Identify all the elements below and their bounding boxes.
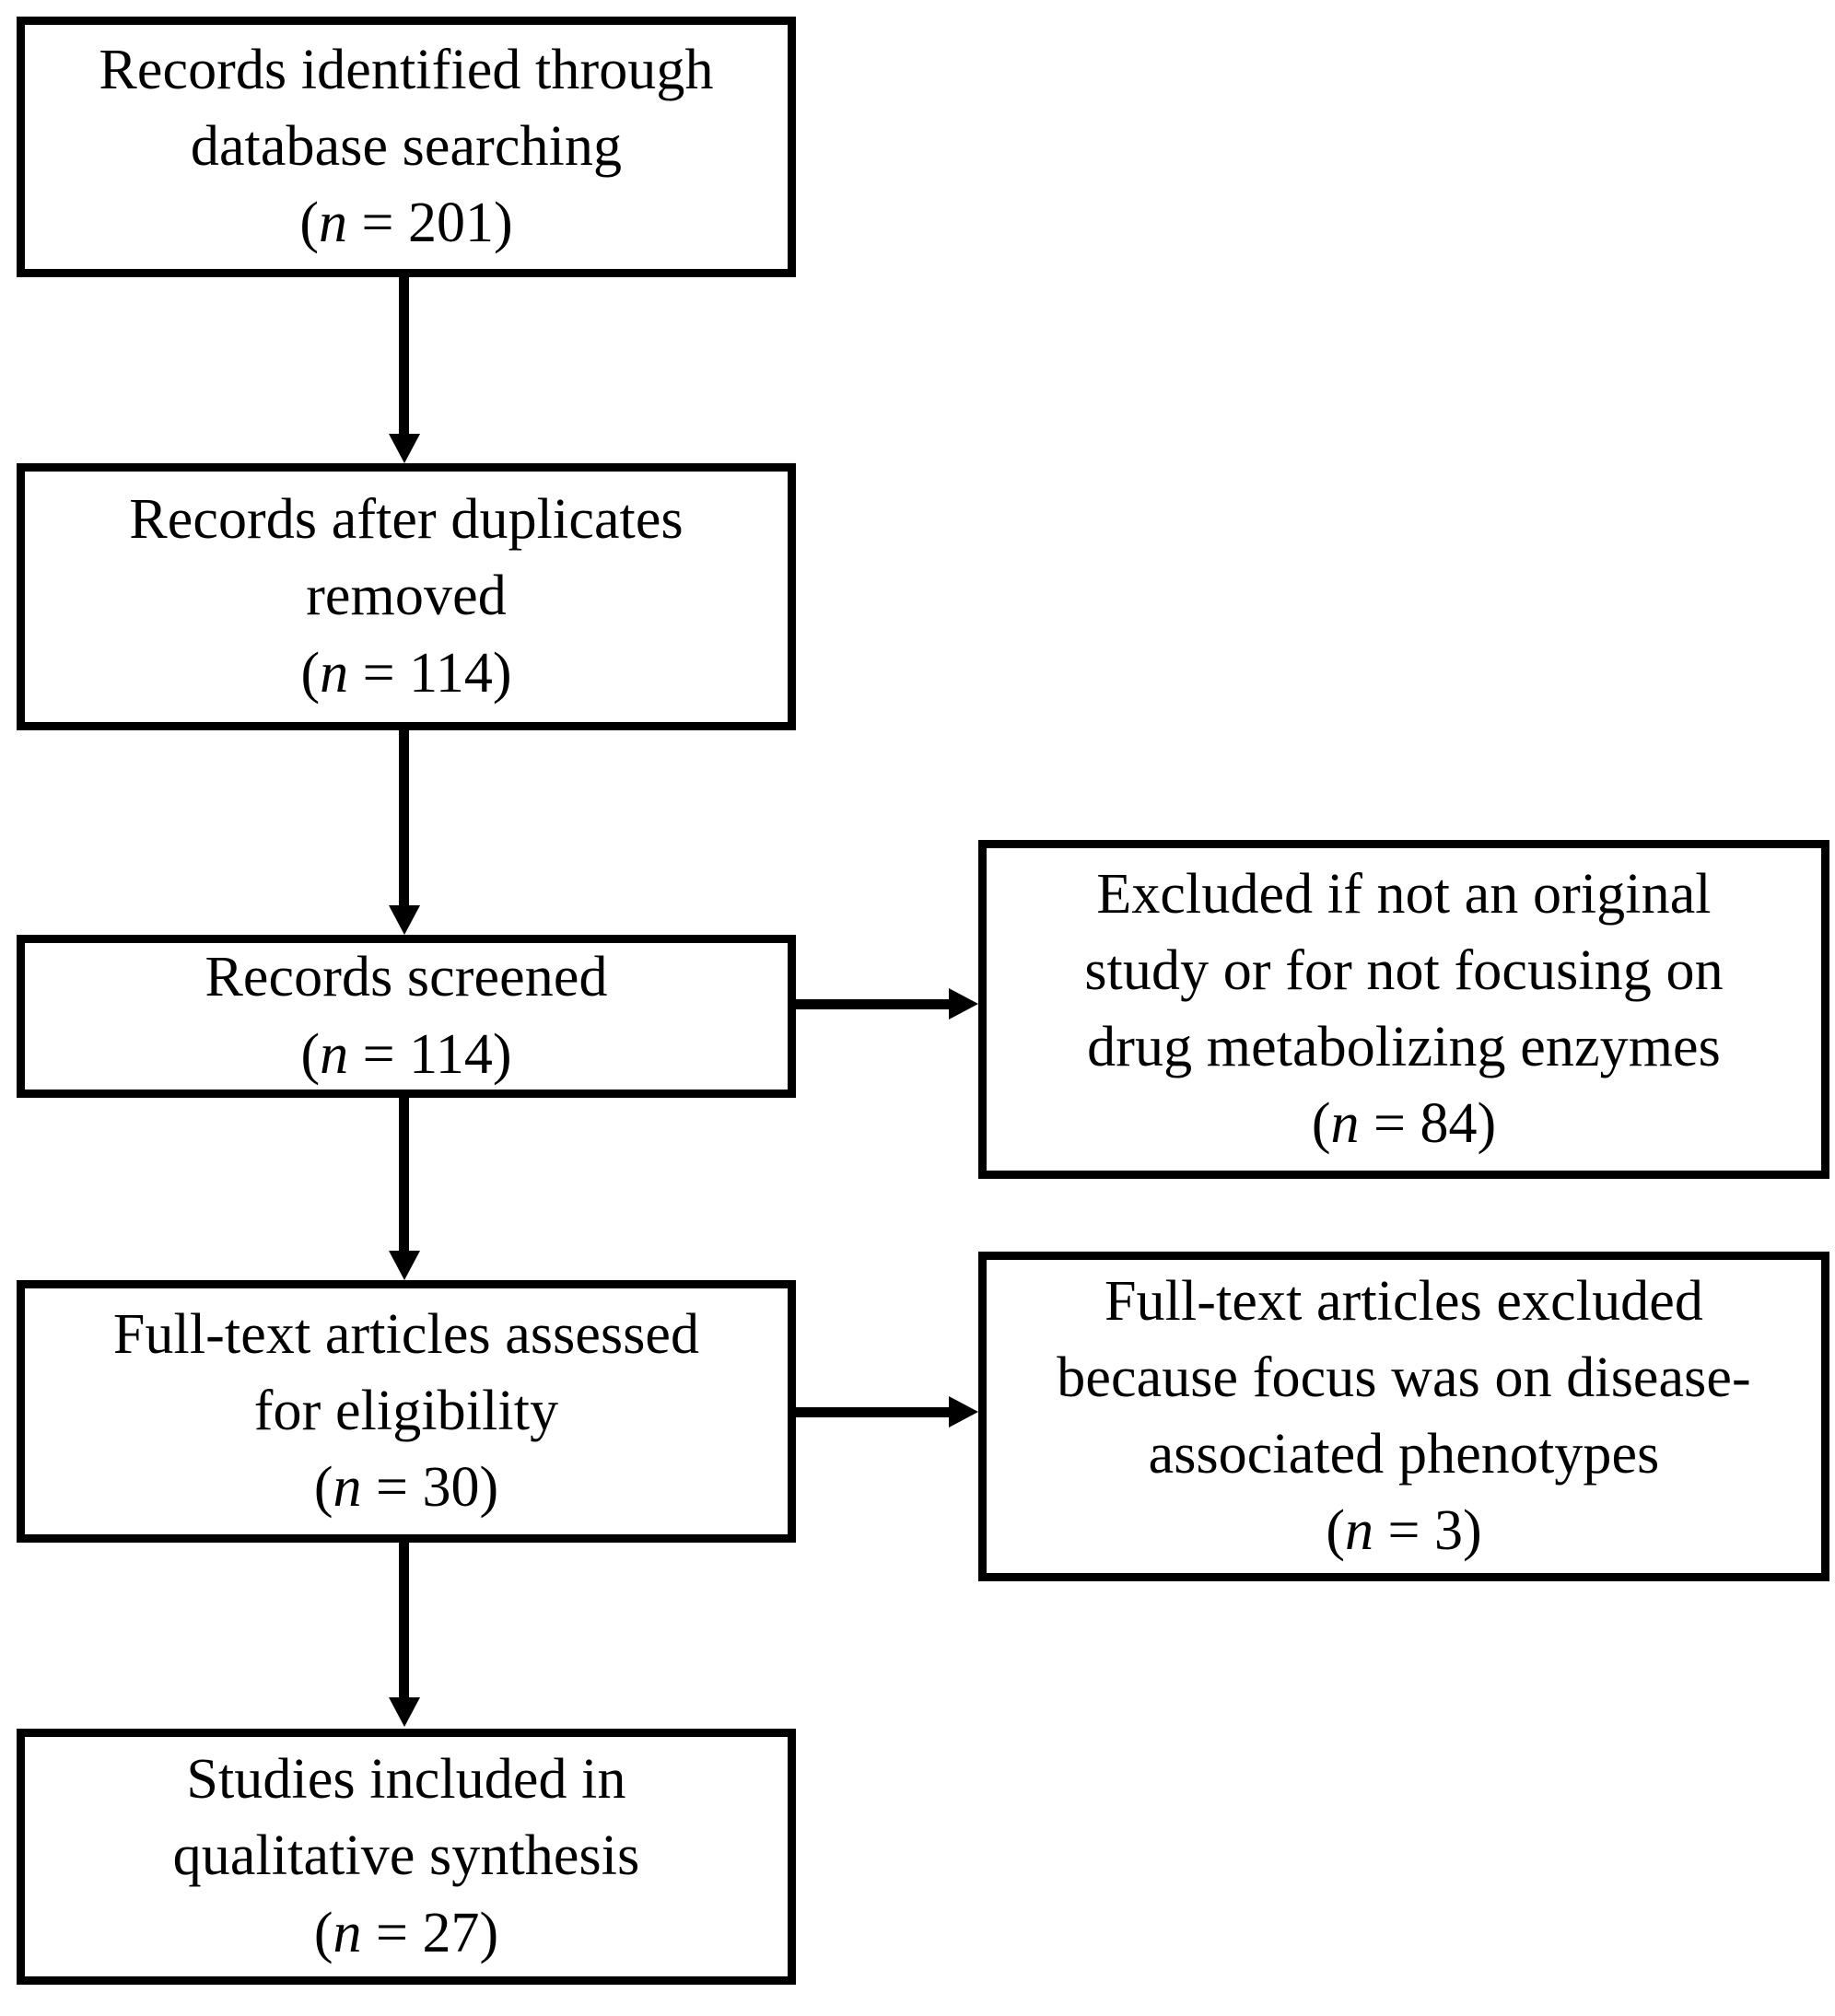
box-studies-included-count: (n = 27) — [314, 1895, 498, 1972]
n-variable: n — [319, 192, 348, 255]
equals-sign: = — [1373, 1499, 1434, 1563]
box-excluded-not-original: Excluded if not an original study or for… — [978, 840, 1829, 1179]
connector-screened-to-excluded-stem — [796, 999, 951, 1009]
connector-identified-to-deduped-arrowhead — [389, 434, 420, 463]
box-records-after-duplicates-count: (n = 114) — [301, 635, 512, 712]
box-records-after-duplicates: Records after duplicates removed (n = 11… — [17, 463, 796, 730]
box-records-screened-line-1: Records screened — [205, 946, 608, 1009]
equals-sign: = — [348, 1022, 410, 1086]
equals-sign: = — [348, 641, 410, 705]
equals-sign: = — [361, 1901, 423, 1964]
equals-sign: = — [1359, 1092, 1420, 1156]
box-studies-included-line-2: qualitative synthesis — [172, 1824, 640, 1888]
n-variable: n — [320, 1022, 349, 1086]
box-fulltext-excluded-line-1: Full-text articles excluded — [1104, 1269, 1704, 1333]
n-variable: n — [1330, 1092, 1360, 1156]
paren-open: ( — [1326, 1499, 1346, 1563]
equals-sign: = — [347, 192, 408, 255]
paren-close: ) — [493, 192, 513, 255]
paren-open: ( — [300, 641, 321, 705]
equals-sign: = — [361, 1456, 423, 1520]
box-fulltext-assessed-line-2: for eligibility — [253, 1379, 559, 1442]
connector-screened-to-fulltext-arrowhead — [389, 1251, 420, 1280]
box-fulltext-excluded-line-3: associated phenotypes — [1148, 1423, 1660, 1486]
paren-open: ( — [300, 1022, 321, 1086]
count-value: 201 — [407, 192, 494, 255]
box-studies-included-line-1: Studies included in — [186, 1748, 626, 1812]
paren-close: ) — [492, 1022, 512, 1086]
box-records-after-duplicates-line-2: removed — [306, 565, 507, 628]
box-fulltext-excluded-line-2: because focus was on disease- — [1057, 1346, 1751, 1409]
box-records-after-duplicates-line-1: Records after duplicates — [129, 488, 684, 552]
box-fulltext-excluded: Full-text articles excluded because focu… — [978, 1252, 1829, 1581]
count-value: 3 — [1433, 1499, 1463, 1563]
box-records-identified-line-2: database searching — [190, 114, 623, 178]
count-value: 114 — [409, 1022, 493, 1086]
paren-close: ) — [479, 1456, 499, 1520]
n-variable: n — [1345, 1499, 1374, 1563]
box-studies-included: Studies included in qualitative synthesi… — [17, 1729, 796, 1985]
connector-fulltext-to-included-arrowhead — [389, 1697, 420, 1727]
box-excluded-not-original-line-2: study or for not focusing on — [1084, 938, 1724, 1002]
box-fulltext-assessed: Full-text articles assessed for eligibil… — [17, 1280, 796, 1543]
paren-close: ) — [1477, 1092, 1497, 1156]
n-variable: n — [333, 1456, 362, 1520]
connector-deduped-to-screened-stem — [399, 730, 409, 907]
box-fulltext-excluded-count: (n = 3) — [1326, 1493, 1481, 1569]
box-records-identified-line-1: Records identified through — [99, 38, 714, 101]
paren-open: ( — [313, 1901, 333, 1964]
box-records-identified: Records identified through database sear… — [17, 17, 796, 277]
paren-open: ( — [299, 192, 320, 255]
count-value: 27 — [422, 1901, 480, 1964]
paren-close: ) — [492, 641, 512, 705]
paren-open: ( — [1311, 1092, 1331, 1156]
connector-deduped-to-screened-arrowhead — [389, 905, 420, 935]
connector-fulltext-to-included-stem — [399, 1543, 409, 1699]
connector-screened-to-fulltext-stem — [399, 1098, 409, 1253]
connector-screened-to-excluded-arrowhead — [949, 988, 978, 1020]
box-records-screened-count: (n = 114) — [301, 1017, 512, 1093]
count-value: 114 — [409, 641, 493, 705]
paren-open: ( — [313, 1456, 333, 1520]
connector-fulltext-to-excluded-arrowhead — [949, 1396, 978, 1428]
box-excluded-not-original-count: (n = 84) — [1312, 1086, 1496, 1162]
box-excluded-not-original-line-1: Excluded if not an original — [1096, 862, 1712, 926]
paren-close: ) — [479, 1901, 499, 1964]
box-records-screened: Records screened (n = 114) — [17, 935, 796, 1098]
box-fulltext-assessed-count: (n = 30) — [314, 1450, 498, 1526]
box-excluded-not-original-line-3: drug metabolizing enzymes — [1087, 1016, 1721, 1078]
count-value: 84 — [1420, 1092, 1478, 1156]
connector-identified-to-deduped-stem — [399, 277, 409, 436]
n-variable: n — [320, 641, 349, 705]
n-variable: n — [333, 1901, 362, 1964]
connector-fulltext-to-excluded-stem — [796, 1407, 951, 1417]
paren-close: ) — [1462, 1499, 1482, 1563]
box-fulltext-assessed-line-1: Full-text articles assessed — [112, 1302, 700, 1366]
box-records-identified-count: (n = 201) — [299, 185, 512, 262]
count-value: 30 — [422, 1456, 480, 1520]
